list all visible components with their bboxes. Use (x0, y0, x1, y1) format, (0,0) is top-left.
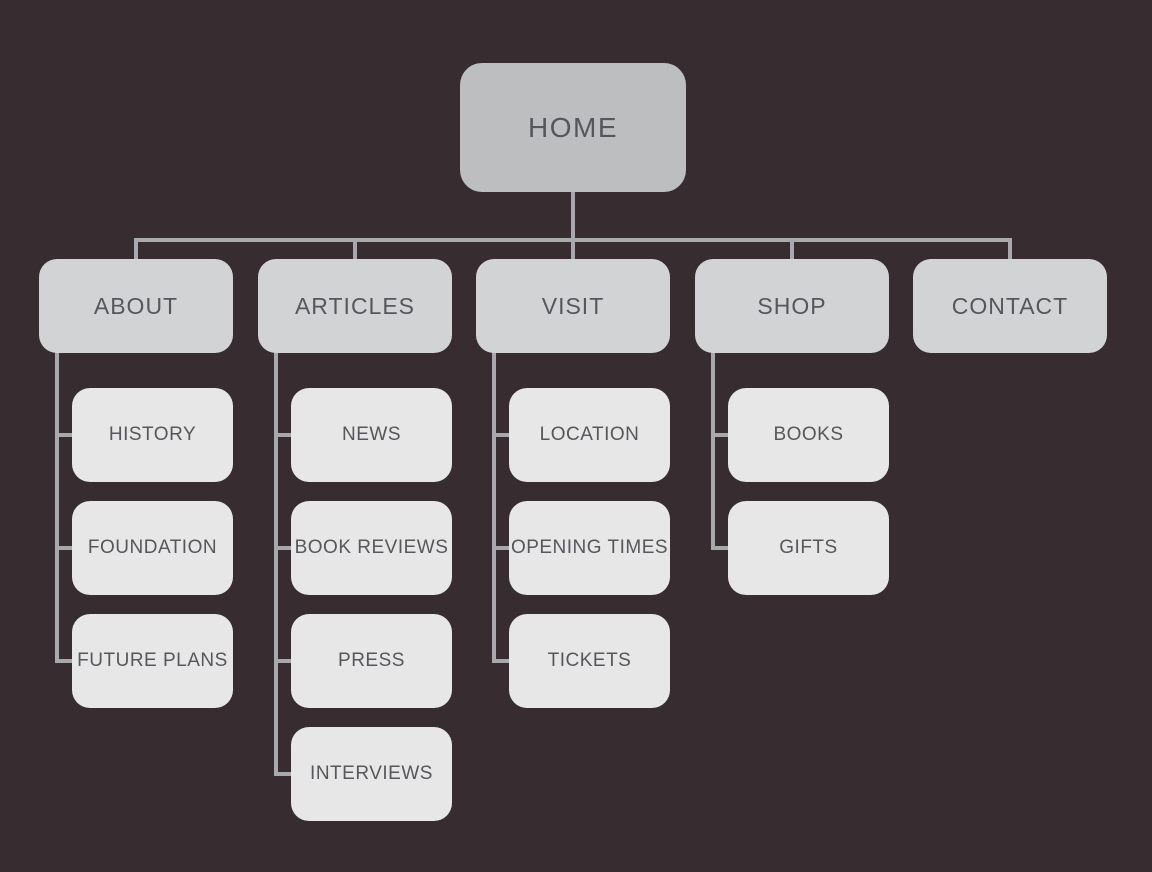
connector-articles-spine (274, 352, 278, 776)
connector-home-stem (571, 191, 575, 240)
connector-visit-spine (492, 352, 496, 663)
connector-drop-contact (1008, 238, 1012, 260)
node-contact: CONTACT (913, 259, 1107, 353)
node-location: LOCATION (509, 388, 670, 482)
connector-stub-gifts (711, 546, 728, 550)
connector-stub-interviews (274, 772, 291, 776)
node-future-plans: FUTURE PLANS (72, 614, 233, 708)
node-foundation: FOUNDATION (72, 501, 233, 595)
connector-stub-press (274, 659, 291, 663)
node-book-reviews: BOOK REVIEWS (291, 501, 452, 595)
connector-shop-spine (711, 352, 715, 550)
connector-drop-shop (790, 238, 794, 260)
connector-stub-location (492, 433, 509, 437)
connector-stub-future-plans (55, 659, 72, 663)
connector-drop-visit (571, 238, 575, 260)
connector-stub-tickets (492, 659, 509, 663)
node-news: NEWS (291, 388, 452, 482)
connector-stub-books (711, 433, 728, 437)
connector-stub-news (274, 433, 291, 437)
node-tickets: TICKETS (509, 614, 670, 708)
node-interviews: INTERVIEWS (291, 727, 452, 821)
connector-stub-book-reviews (274, 546, 291, 550)
node-visit: VISIT (476, 259, 670, 353)
connector-stub-opening-times (492, 546, 509, 550)
node-shop: SHOP (695, 259, 889, 353)
node-opening-times: OPENING TIMES (509, 501, 670, 595)
connector-stub-foundation (55, 546, 72, 550)
node-gifts: GIFTS (728, 501, 889, 595)
connector-about-spine (55, 352, 59, 663)
node-press: PRESS (291, 614, 452, 708)
connector-drop-about (134, 238, 138, 260)
node-books: BOOKS (728, 388, 889, 482)
connector-drop-articles (353, 238, 357, 260)
node-history: HISTORY (72, 388, 233, 482)
connector-stub-history (55, 433, 72, 437)
node-home: HOME (460, 63, 686, 192)
node-about: ABOUT (39, 259, 233, 353)
node-articles: ARTICLES (258, 259, 452, 353)
